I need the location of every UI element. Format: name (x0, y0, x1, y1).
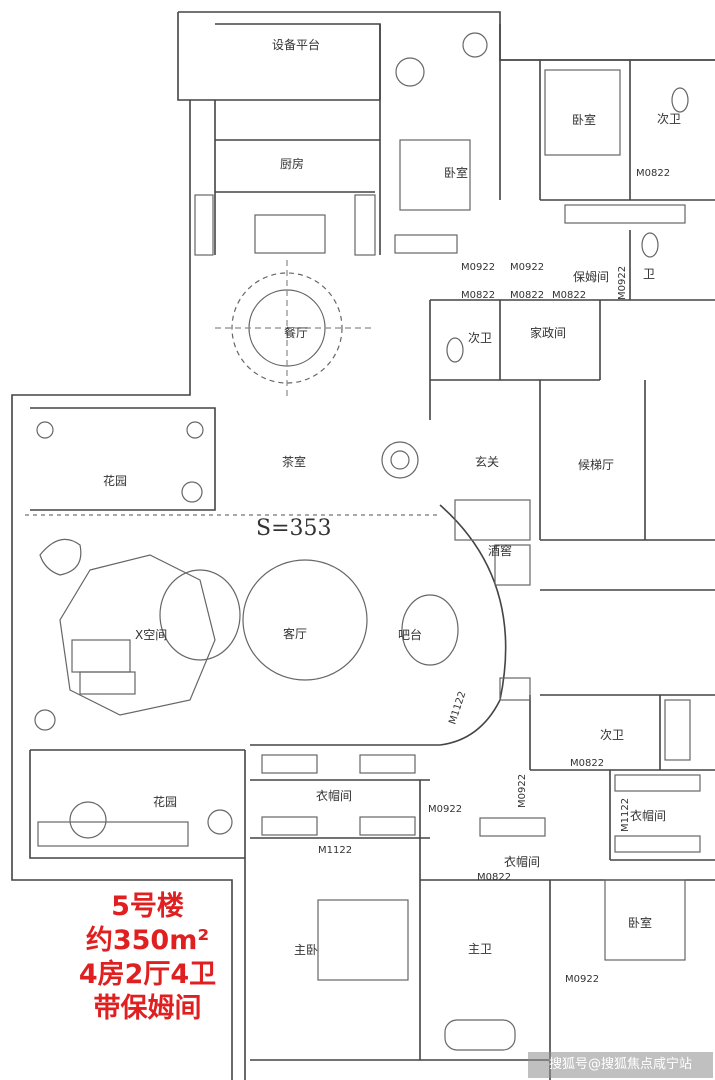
door-code: M0822 (461, 290, 495, 301)
room-kitchen: 厨房 (280, 156, 304, 171)
room-nanny: 保姆间 (573, 270, 609, 284)
door-code: M0822 (552, 290, 586, 301)
door-code: M0822 (477, 872, 511, 883)
kitchen-island (254, 214, 326, 254)
interior-walls (214, 24, 715, 1080)
room-bath-small: 卫 (643, 267, 655, 281)
room-equipment-platform: 设备平台 (272, 37, 320, 52)
room-wine-cellar: 酒窖 (488, 543, 512, 558)
room-cloakroom-master: 衣帽间 (504, 854, 540, 869)
door-code: M0922 (565, 974, 599, 985)
room-living: 客厅 (283, 626, 307, 641)
door-code: M0922 (510, 262, 544, 273)
caption-building: 5号楼 (111, 891, 184, 922)
door-code: M0822 (510, 290, 544, 301)
door-code: M0922 (461, 262, 495, 273)
room-bedroom-top-center: 卧室 (444, 165, 468, 180)
room-garden-upper: 花园 (103, 473, 127, 488)
door-code: M0822 (570, 758, 604, 769)
living-sofa (242, 559, 368, 681)
room-tea: 茶室 (282, 454, 306, 469)
door-code: M0922 (617, 266, 628, 300)
room-housekeeping: 家政间 (530, 325, 566, 340)
caption-nanny: 带保姆间 (93, 993, 202, 1024)
watermark: 搜狐号@搜狐焦点咸宁站 (528, 1052, 713, 1078)
room-x-space: X空间 (135, 628, 167, 642)
garden-walls (29, 407, 550, 1080)
area-label: S=353 (256, 516, 332, 541)
room-master-bedroom: 主卧 (294, 943, 318, 957)
room-cloakroom-left: 衣帽间 (316, 788, 352, 803)
caption-area: 约350m² (85, 925, 210, 956)
bed-top-center (399, 139, 471, 211)
room-foyer: 玄关 (475, 454, 499, 469)
room-bedroom-top-right: 卧室 (572, 112, 596, 127)
room-bar: 吧台 (398, 627, 422, 642)
room-master-bath: 主卫 (468, 942, 492, 956)
room-dining: 餐厅 (284, 325, 308, 340)
door-code: M1122 (318, 845, 352, 856)
room-second-bath-top: 次卫 (657, 112, 681, 126)
room-second-bath-right: 次卫 (600, 728, 624, 742)
foyer-ornament (381, 441, 419, 479)
living-glass (439, 504, 507, 746)
unit-caption: 5号楼 约350m² 4房2厅4卫 带保姆间 (40, 890, 255, 1026)
door-code: M1122 (620, 798, 631, 832)
room-bedroom-lower-right: 卧室 (628, 915, 652, 930)
door-code: M0922 (428, 804, 462, 815)
room-elevator-hall: 候梯厅 (578, 458, 614, 472)
caption-layout: 4房2厅4卫 (78, 959, 217, 990)
door-code: M0822 (636, 168, 670, 179)
room-cloakroom-right: 衣帽间 (630, 808, 666, 823)
door-code: M0922 (517, 774, 528, 808)
dining-table (231, 272, 343, 384)
door-code: M1122 (447, 690, 468, 726)
room-second-bath-mid: 次卫 (468, 331, 492, 345)
bed-master (317, 899, 409, 981)
room-garden-lower: 花园 (153, 794, 177, 809)
